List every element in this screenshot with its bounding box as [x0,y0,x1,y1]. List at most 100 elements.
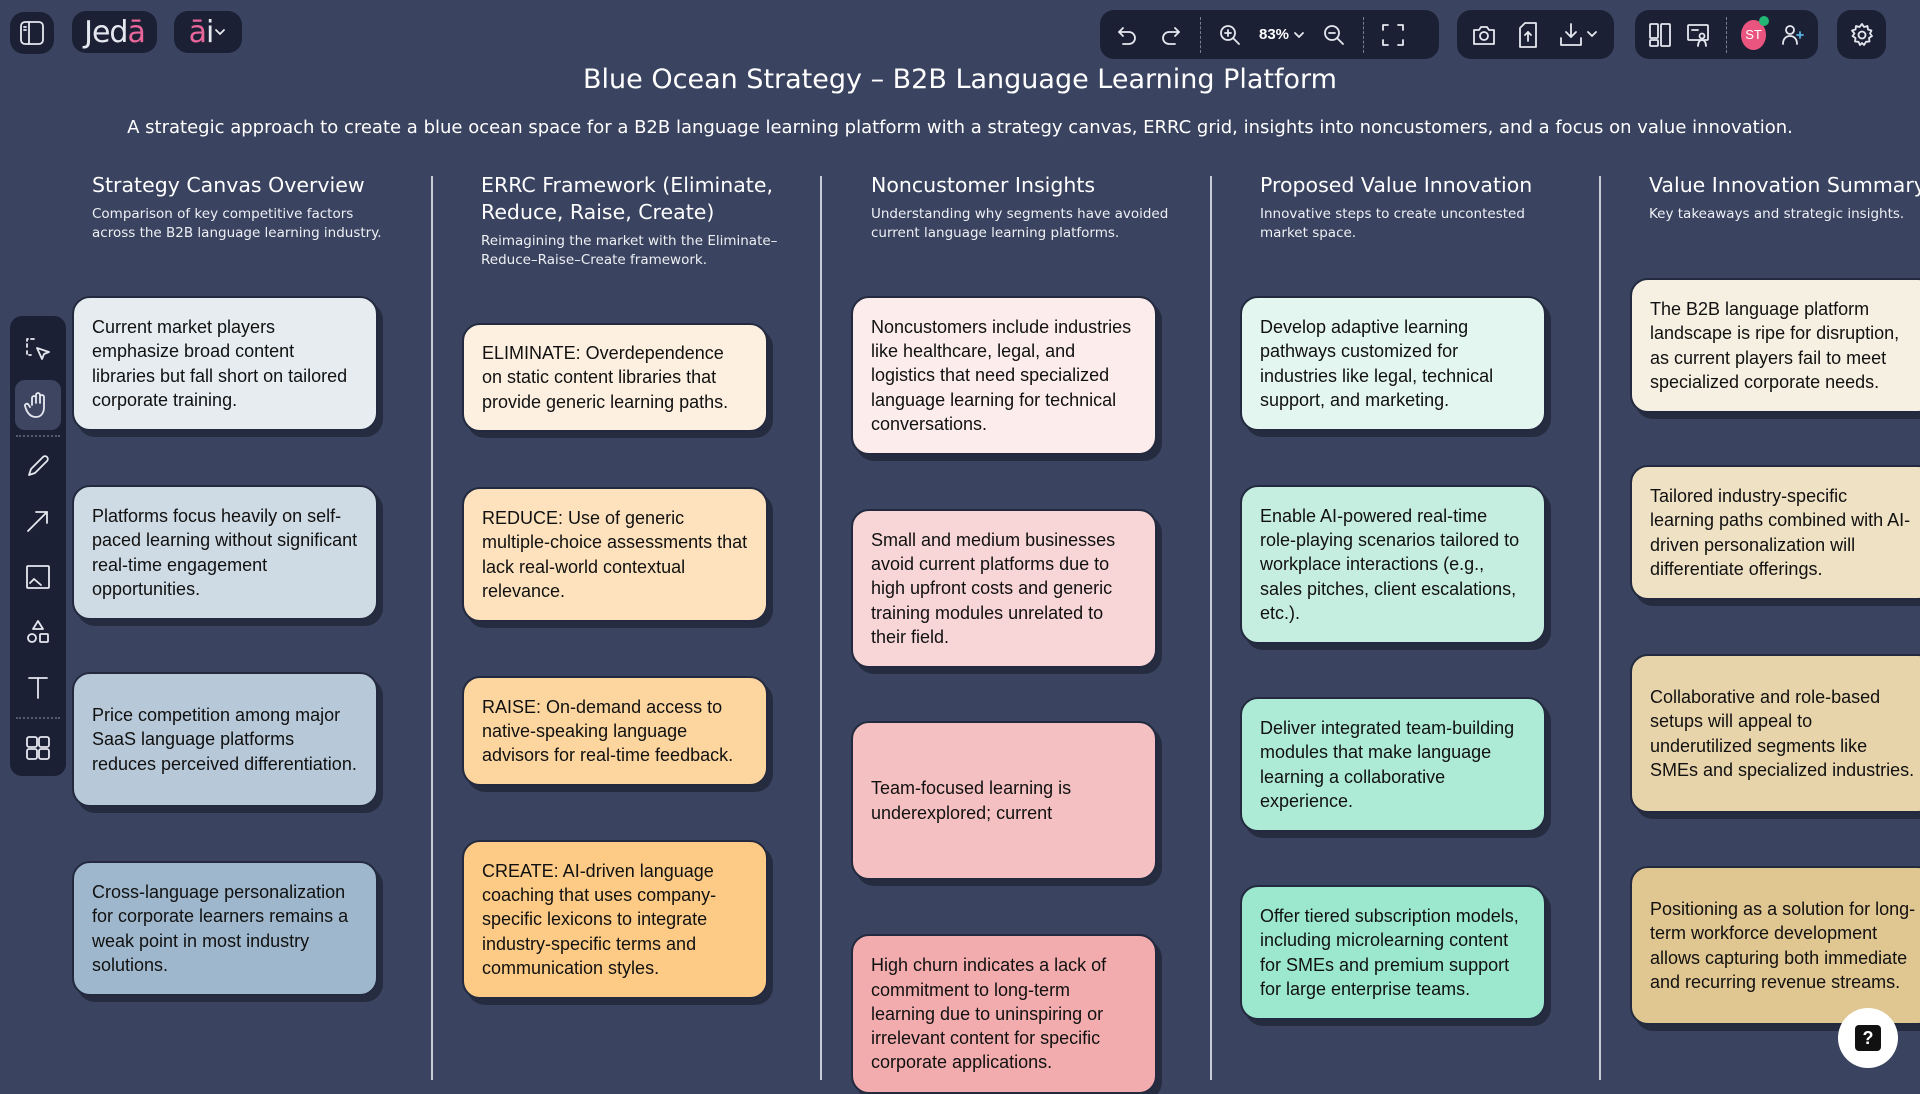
sticky-note[interactable]: Positioning as a solution for long-term … [1630,866,1920,1025]
sticky-note[interactable]: Deliver integrated team-building modules… [1240,697,1546,832]
column-divider [820,176,822,1080]
column-description: Innovative steps to create uncontested m… [1260,206,1525,241]
image-tool[interactable] [15,552,61,601]
column-title: Proposed Value Innovation [1260,173,1533,197]
selection-cursor-icon [26,337,50,360]
sticky-note[interactable]: High churn indicates a lack of commitmen… [851,934,1157,1094]
sticky-note-text: Noncustomers include industries like hea… [871,316,1132,434]
invite-user-button[interactable] [1780,20,1806,50]
screenshot-button[interactable] [1469,20,1499,50]
user-avatar[interactable]: ST [1741,15,1769,50]
sticky-note[interactable]: Offer tiered subscription models, includ… [1240,885,1546,1020]
sticky-note[interactable]: Platforms focus heavily on self-paced le… [72,485,378,620]
column-description: Reimagining the market with the Eliminat… [481,233,778,268]
layout-panels-icon [1648,22,1671,47]
sticky-note[interactable]: Price competition among major SaaS langu… [72,672,378,807]
column-title: Strategy Canvas Overview [92,173,365,197]
fullscreen-button[interactable] [1378,20,1408,50]
sticky-note-text: Tailored industry-specific learning path… [1650,485,1911,579]
download-dropdown[interactable] [1557,20,1601,50]
sticky-note[interactable]: Enable AI-powered real-time role-playing… [1240,485,1546,644]
export-toolbar [1457,10,1614,59]
hand-tool[interactable] [15,380,61,430]
sticky-note-text: Collaborative and role-based setups will… [1650,686,1915,780]
redo-icon [1162,26,1180,45]
text-icon [28,677,48,700]
sidebar-panel-icon [20,21,44,45]
sticky-note-text: The B2B language platform landscape is r… [1650,298,1900,392]
help-icon: ? [1855,1025,1881,1051]
pen-tool[interactable] [15,442,61,491]
add-user-icon [1782,24,1804,45]
sticky-note[interactable]: CREATE: AI-driven language coaching that… [462,840,768,999]
logo-accent: ā [127,14,145,50]
zoom-level-dropdown[interactable]: 83% [1259,26,1305,43]
undo-button[interactable] [1112,20,1142,50]
avatar-initials: ST [1745,27,1762,42]
sticky-note[interactable]: Current market players emphasize broad c… [72,296,378,431]
redo-button[interactable] [1156,20,1186,50]
undo-icon [1118,26,1136,45]
zoom-out-icon [1324,24,1344,45]
sticky-note[interactable]: Cross-language personalization for corpo… [72,861,378,996]
sticky-note[interactable]: REDUCE: Use of generic multiple-choice a… [462,487,768,622]
sticky-note[interactable]: Collaborative and role-based setups will… [1630,654,1920,813]
download-icon [1560,22,1597,46]
sticky-note[interactable]: The B2B language platform landscape is r… [1630,278,1920,413]
fullscreen-icon [1382,23,1404,46]
sticky-note[interactable]: Develop adaptive learning pathways custo… [1240,296,1546,431]
sticky-note[interactable]: Tailored industry-specific learning path… [1630,465,1920,600]
presenter-button[interactable] [1686,20,1712,50]
ai-text: i [206,14,214,50]
sticky-note[interactable]: RAISE: On-demand access to native-speaki… [462,676,768,786]
select-tool[interactable] [15,325,61,374]
sticky-note[interactable]: Small and medium businesses avoid curren… [851,509,1157,668]
layout-button[interactable] [1647,20,1672,50]
sticky-note-text: Small and medium businesses avoid curren… [871,529,1116,647]
sticky-note[interactable]: ELIMINATE: Overdependence on static cont… [462,323,768,432]
settings-button[interactable] [1837,10,1886,59]
drawing-toolbar [10,316,66,776]
grid-icon [26,736,50,761]
upload-button[interactable] [1513,20,1543,50]
sticky-note-text: Cross-language personalization for corpo… [92,881,349,975]
divider [16,434,60,437]
divider [1363,16,1365,53]
column-title: Noncustomer Insights [871,173,1096,197]
sticky-note-text: Current market players emphasize broad c… [92,316,348,410]
sticky-note-text: CREATE: AI-driven language coaching that… [482,860,717,978]
shapes-tool[interactable] [15,607,61,656]
divider [1726,16,1727,53]
divider [1200,16,1201,53]
page-subtitle: A strategic approach to create a blue oc… [127,117,1793,138]
column-divider [1210,176,1212,1080]
templates-tool[interactable] [15,724,61,773]
column-description: Key takeaways and strategic insights. [1649,206,1905,222]
arrow-icon [27,511,48,533]
sticky-note-text: High churn indicates a lack of commitmen… [871,955,1107,1073]
sticky-note-text: RAISE: On-demand access to native-speaki… [482,696,734,766]
collaboration-toolbar: ST [1635,10,1818,59]
shapes-icon [27,619,49,643]
sticky-note[interactable]: Noncustomers include industries like hea… [851,296,1157,455]
sticky-note-text: Offer tiered subscription models, includ… [1260,905,1519,999]
zoom-level: 83% [1259,26,1290,43]
gear-icon [1850,22,1873,46]
logo-text: Jed [84,14,128,50]
sticky-note-text: REDUCE: Use of generic multiple-choice a… [482,507,748,601]
sticky-note-text: Deliver integrated team-building modules… [1260,717,1515,811]
ai-accent: ā [188,14,207,50]
divider [16,716,60,719]
arrow-tool[interactable] [15,497,61,546]
toggle-sidebar-button[interactable] [10,12,54,54]
text-tool[interactable] [15,663,61,712]
help-button[interactable]: ? [1838,1008,1898,1068]
sticky-note-text: Price competition among major SaaS langu… [92,705,357,774]
sticky-note[interactable]: Team-focused learning is underexplored; … [851,721,1157,880]
zoom-out-button[interactable] [1319,20,1349,50]
zoom-in-button[interactable] [1215,20,1245,50]
